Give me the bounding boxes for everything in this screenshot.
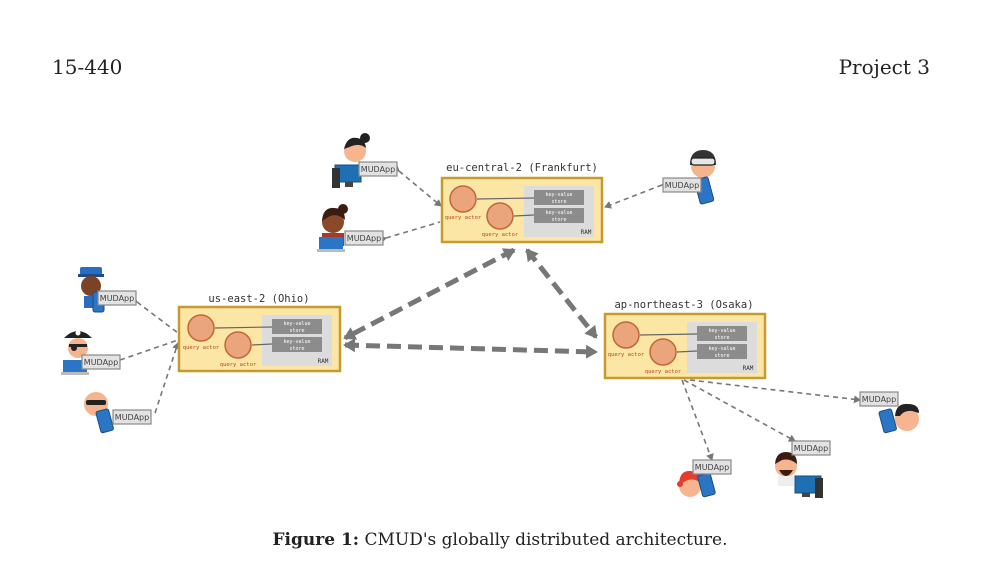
course-number: 15-440	[52, 55, 123, 79]
mudapp-label: MUDApp	[115, 413, 149, 422]
person-icon	[68, 338, 88, 358]
link-ohio-client-3	[154, 342, 180, 414]
kv-label-1: key-value	[708, 346, 735, 352]
phone-icon	[878, 408, 897, 434]
region-label-osaka: ap-northeast-3 (Osaka)	[614, 299, 753, 311]
client-links	[113, 164, 861, 461]
kv-label-2: store	[289, 328, 304, 334]
mudapp-label: MUDApp	[665, 181, 699, 190]
ram-label: RAM	[581, 229, 592, 236]
kv-store	[534, 190, 584, 205]
mudapp-badge	[791, 440, 831, 456]
mudapp-label: MUDApp	[862, 395, 896, 404]
query-actor-label: query actor	[220, 362, 257, 368]
query-actor	[486, 202, 514, 230]
query-actor	[224, 331, 252, 359]
client-ohio-3: MUDApp	[84, 392, 152, 434]
query-actor-label: query actor	[482, 232, 519, 238]
mudapp-label: MUDApp	[100, 294, 134, 303]
link-osaka-client-1	[681, 379, 714, 461]
client-ohio-1: MUDApp	[78, 267, 137, 313]
query-actor	[187, 314, 215, 342]
query-actor	[649, 338, 677, 366]
mudapp-badge	[112, 409, 152, 425]
link-ohio-osaka	[343, 338, 598, 359]
link-frankfurt-client-1	[391, 164, 442, 207]
phone-icon	[95, 408, 114, 434]
link-ohio-client-2	[113, 339, 179, 366]
query-actor-label: query actor	[183, 345, 220, 351]
laptop-icon	[319, 237, 343, 249]
client-osaka-2: MUDApp	[775, 440, 831, 498]
kv-store	[272, 319, 322, 334]
phone-icon	[697, 472, 716, 498]
kv-label-2: store	[551, 199, 566, 205]
mudapp-label: MUDApp	[794, 444, 828, 453]
project-title: Project 3	[838, 55, 930, 79]
kv-store	[272, 337, 322, 352]
client-osaka-3: MUDApp	[859, 391, 919, 434]
region-osaka: ap-northeast-3 (Osaka) key-value store k…	[603, 299, 767, 380]
query-actor-label: query actor	[608, 352, 645, 358]
mudapp-badge	[97, 290, 137, 306]
region-label-ohio: us-east-2 (Ohio)	[208, 293, 309, 305]
kv-label-2: store	[714, 335, 729, 341]
client-frankfurt-3: MUDApp	[662, 150, 716, 205]
region-frankfurt: eu-central-2 (Frankfurt) key-value store…	[440, 162, 604, 244]
mudapp-badge	[859, 391, 899, 407]
link-frankfurt-ohio	[343, 247, 516, 341]
ram-label: RAM	[743, 365, 754, 372]
mudapp-badge	[344, 230, 384, 246]
link-frankfurt-client-2	[379, 221, 441, 244]
inter-region-links	[343, 247, 598, 359]
link-frankfurt-osaka	[525, 248, 598, 339]
mudapp-label: MUDApp	[361, 165, 395, 174]
kv-label-1: key-value	[283, 321, 310, 327]
figure-caption: Figure 1: CMUD's globally distributed ar…	[0, 530, 1000, 550]
mudapp-label: MUDApp	[347, 234, 381, 243]
kv-store	[697, 344, 747, 359]
query-actor	[612, 321, 640, 349]
region-ohio: us-east-2 (Ohio) key-value store key-val…	[177, 293, 342, 373]
mudapp-badge	[662, 177, 702, 193]
client-frankfurt-1: MUDApp	[332, 133, 398, 188]
mudapp-badge	[81, 354, 121, 370]
link-osaka-client-2	[683, 379, 796, 442]
figure-caption-text: CMUD's globally distributed architecture…	[364, 530, 728, 550]
query-actor	[449, 185, 477, 213]
link-osaka-client-3	[689, 379, 861, 404]
region-label-frankfurt: eu-central-2 (Frankfurt)	[446, 162, 598, 174]
link-frankfurt-client-3	[604, 179, 670, 209]
kv-label-1: key-value	[545, 192, 572, 198]
person-icon	[81, 276, 101, 296]
client-ohio-2: MUDApp	[61, 330, 121, 375]
mudapp-label: MUDApp	[84, 358, 118, 367]
kv-store	[534, 208, 584, 223]
query-actor-label: query actor	[445, 215, 482, 221]
kv-label-2: store	[714, 353, 729, 359]
kv-label-1: key-value	[283, 339, 310, 345]
kv-store	[697, 326, 747, 341]
laptop-icon	[63, 360, 87, 372]
client-frankfurt-2: MUDApp	[317, 204, 384, 252]
client-osaka-1: MUDApp	[677, 459, 732, 498]
kv-label-2: store	[551, 217, 566, 223]
mudapp-badge	[692, 459, 732, 475]
kv-label-1: key-value	[708, 328, 735, 334]
link-ohio-client-1	[129, 295, 179, 334]
kv-label-1: key-value	[545, 210, 572, 216]
kv-label-2: store	[289, 346, 304, 352]
figure-label: Figure 1:	[272, 530, 360, 550]
mudapp-label: MUDApp	[695, 463, 729, 472]
mudapp-badge	[358, 161, 398, 177]
query-actor-label: query actor	[645, 369, 682, 375]
ram-label: RAM	[318, 358, 329, 365]
